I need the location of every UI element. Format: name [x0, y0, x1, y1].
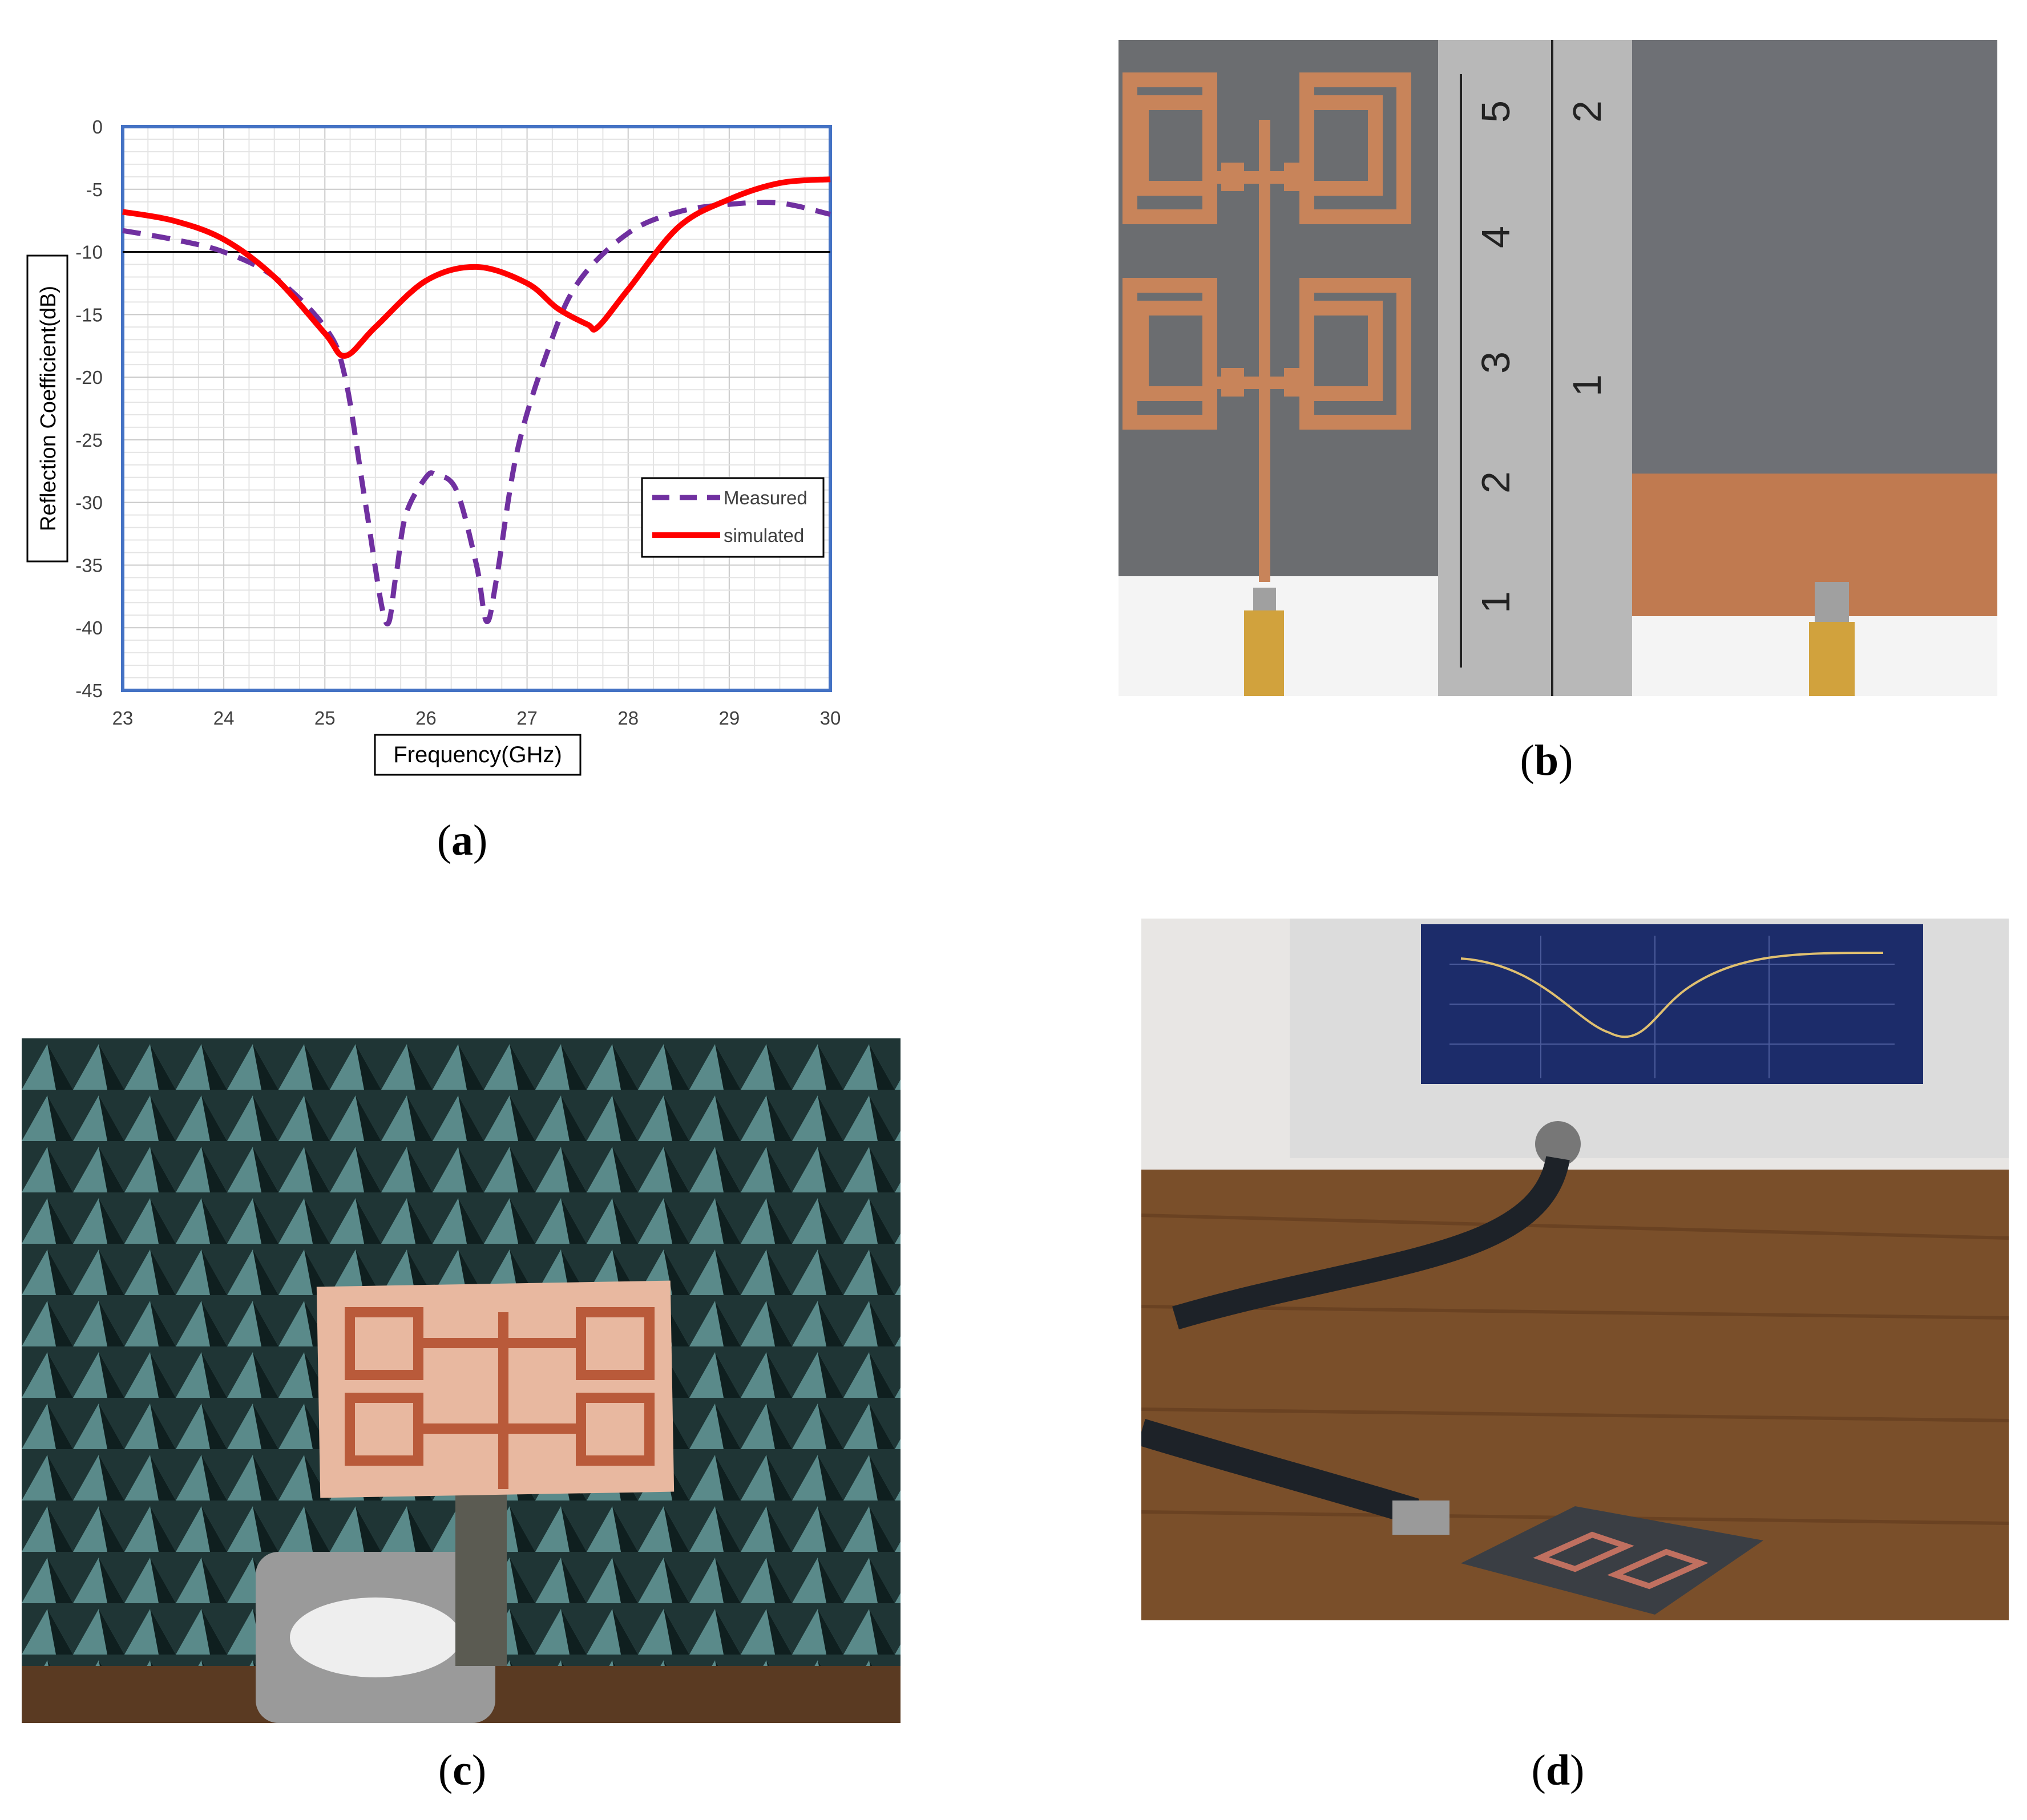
x-tick-label: 24 — [213, 707, 235, 729]
series-layer — [122, 176, 831, 626]
y-tick-label: -10 — [75, 242, 103, 263]
panel-c: (c) — [0, 1038, 902, 1820]
svg-text:4: 4 — [1473, 226, 1518, 248]
x-tick-label: 26 — [415, 707, 437, 729]
antenna-photo-front-back: 5 4 3 2 1 2 1 — [1119, 40, 1997, 696]
y-tick-label: -35 — [75, 555, 103, 576]
svg-text:3: 3 — [1473, 351, 1518, 374]
y-axis-label-box: Reflection Coefficient(dB) — [26, 254, 68, 563]
svg-text:1: 1 — [1473, 591, 1518, 613]
caption-d: (d) — [1531, 1746, 1585, 1794]
anechoic-chamber-photo — [22, 1038, 901, 1723]
y-tick-label: -20 — [75, 367, 103, 388]
y-tick-label: -45 — [75, 680, 103, 701]
panel-a: 23 24 25 26 27 28 29 30 0 -5 -10 -15 -20 -25 -30 -35 -40… — [0, 0, 890, 890]
series-line-measured — [122, 200, 831, 626]
vna-measurement-photo — [1137, 919, 2009, 1620]
series-line-simulated — [122, 176, 831, 359]
panel-b: 5 4 3 2 1 2 1 (b) — [1119, 40, 2009, 839]
legend: Measured simulated — [641, 477, 825, 558]
x-tick-label: 27 — [516, 707, 538, 729]
svg-text:2: 2 — [1565, 100, 1609, 123]
y-tick-label: 0 — [92, 116, 103, 137]
panel-d: (d) — [1137, 919, 2027, 1820]
caption-a: (a) — [437, 816, 488, 864]
y-tick-label: -40 — [75, 617, 103, 638]
x-tick-label: 28 — [617, 707, 639, 729]
y-tick-label: -15 — [75, 304, 103, 325]
y-tick-label: -30 — [75, 492, 103, 513]
caption-b: (b) — [1520, 737, 1573, 784]
tick-labels-layer: 23 24 25 26 27 28 29 30 0 -5 -10 -15 -20 -25 -30 -35 -40… — [75, 116, 841, 729]
x-axis-label: Frequency(GHz) — [393, 742, 562, 767]
reflection-chart: 23 24 25 26 27 28 29 30 0 -5 -10 -15 -20 -25 -30 -35 -40… — [26, 116, 841, 776]
legend-label-simulated: simulated — [724, 525, 804, 546]
x-tick-label: 25 — [314, 707, 336, 729]
plot-frame — [121, 125, 832, 692]
x-tick-label: 29 — [718, 707, 740, 729]
y-axis-label: Reflection Coefficient(dB) — [37, 286, 60, 531]
legend-label-measured: Measured — [724, 487, 807, 508]
svg-text:5: 5 — [1473, 100, 1518, 123]
x-tick-label: 30 — [820, 707, 841, 729]
y-tick-label: -5 — [86, 179, 103, 200]
x-axis-label-box: Frequency(GHz) — [374, 734, 582, 776]
svg-text:1: 1 — [1565, 374, 1609, 397]
y-tick-label: -25 — [75, 430, 103, 451]
antenna-copper-pattern — [1122, 72, 1411, 430]
svg-text:2: 2 — [1473, 471, 1518, 494]
ruler-ticks — [1460, 40, 1553, 696]
caption-c: (c) — [438, 1746, 487, 1794]
grid-layer — [122, 126, 831, 691]
x-tick-label: 23 — [112, 707, 134, 729]
